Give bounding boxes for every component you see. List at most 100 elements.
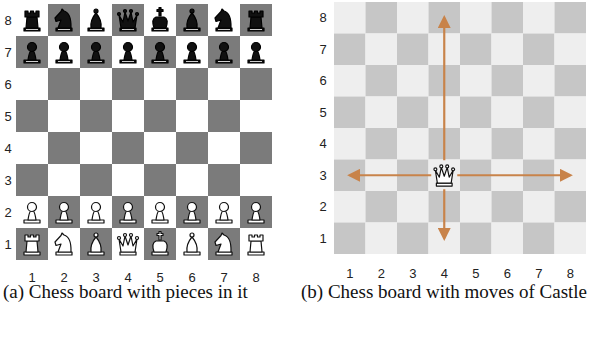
board-square (112, 36, 144, 68)
chess-piece (88, 233, 104, 255)
board-square (523, 34, 555, 66)
piece-detail (154, 29, 166, 30)
move-arrows (350, 18, 571, 239)
board-square (334, 34, 366, 66)
chess-piece (184, 233, 200, 255)
piece-part (118, 13, 121, 16)
piece-detail (218, 61, 230, 62)
board-square (208, 36, 240, 68)
piece-part (252, 43, 261, 52)
file-number: 7 (535, 267, 542, 280)
board-square (397, 223, 429, 255)
piece-detail (26, 29, 38, 30)
rank-number: 5 (4, 110, 11, 123)
chess-piece (184, 43, 200, 64)
piece-part (434, 168, 437, 171)
chess-piece (248, 43, 264, 64)
piece-part (119, 236, 137, 252)
board-square (144, 228, 176, 260)
piece-part (156, 51, 164, 60)
board-square (144, 100, 176, 132)
board-square (208, 68, 240, 100)
board-square (144, 36, 176, 68)
piece-part (124, 10, 127, 13)
board-square (366, 97, 398, 129)
piece-part (28, 43, 37, 52)
board-square (240, 68, 272, 100)
board-square (334, 191, 366, 223)
board-square (397, 2, 429, 34)
board-square (144, 68, 176, 100)
board-square (176, 4, 208, 36)
piece-detail (58, 29, 70, 30)
piece-part (435, 167, 453, 183)
piece-part (250, 241, 262, 252)
board-square (334, 2, 366, 34)
chess-piece (152, 203, 168, 224)
file-number: 8 (567, 267, 574, 280)
board-square (523, 223, 555, 255)
piece-part (92, 203, 101, 212)
board-square (176, 132, 208, 164)
board-square (80, 68, 112, 100)
piece-part (124, 51, 132, 60)
board-square (240, 196, 272, 228)
pieces (24, 8, 264, 256)
board-square (112, 228, 144, 260)
piece-part (188, 51, 196, 60)
chess-piece (24, 203, 40, 224)
board-square (334, 223, 366, 255)
board-square (48, 164, 80, 196)
chess-piece (216, 43, 232, 64)
board-square (112, 164, 144, 196)
chess-piece (88, 43, 104, 64)
board-square (240, 132, 272, 164)
chess-board-b (334, 2, 586, 254)
move-arrow (443, 18, 445, 161)
board-square (16, 68, 48, 100)
board-square (80, 100, 112, 132)
piece-part (156, 43, 165, 52)
chess-piece (184, 203, 200, 224)
board-square (16, 228, 48, 260)
board-square (240, 228, 272, 260)
rank-number: 6 (4, 78, 11, 91)
board-square (492, 128, 524, 160)
file-number: 6 (504, 267, 511, 280)
chess-piece (55, 233, 72, 255)
board-square (555, 65, 587, 97)
board-square (555, 34, 587, 66)
board-square (334, 128, 366, 160)
board-square (48, 100, 80, 132)
piece-part (187, 13, 197, 28)
chess-piece (248, 203, 264, 224)
piece-part (188, 211, 196, 220)
board-square (492, 223, 524, 255)
board-square (555, 191, 587, 223)
piece-part (446, 165, 449, 168)
board-square (523, 128, 555, 160)
board-square (397, 65, 429, 97)
piece-part (55, 9, 71, 28)
board-square (144, 196, 176, 228)
rank-number: 1 (4, 238, 11, 251)
board-square (80, 196, 112, 228)
board-square (176, 164, 208, 196)
board-square (16, 132, 48, 164)
piece-part (26, 17, 38, 28)
chess-piece (216, 203, 232, 224)
board-square (144, 132, 176, 164)
chess-piece (248, 235, 264, 255)
chess-piece (120, 203, 136, 224)
piece-part (188, 43, 197, 52)
piece-part (94, 9, 98, 13)
board-square (208, 132, 240, 164)
piece-part (188, 203, 197, 212)
board-square (112, 100, 144, 132)
board-square (48, 68, 80, 100)
board-square (492, 65, 524, 97)
board-square (80, 36, 112, 68)
board-square (80, 132, 112, 164)
board-square (176, 36, 208, 68)
board-square (144, 4, 176, 36)
